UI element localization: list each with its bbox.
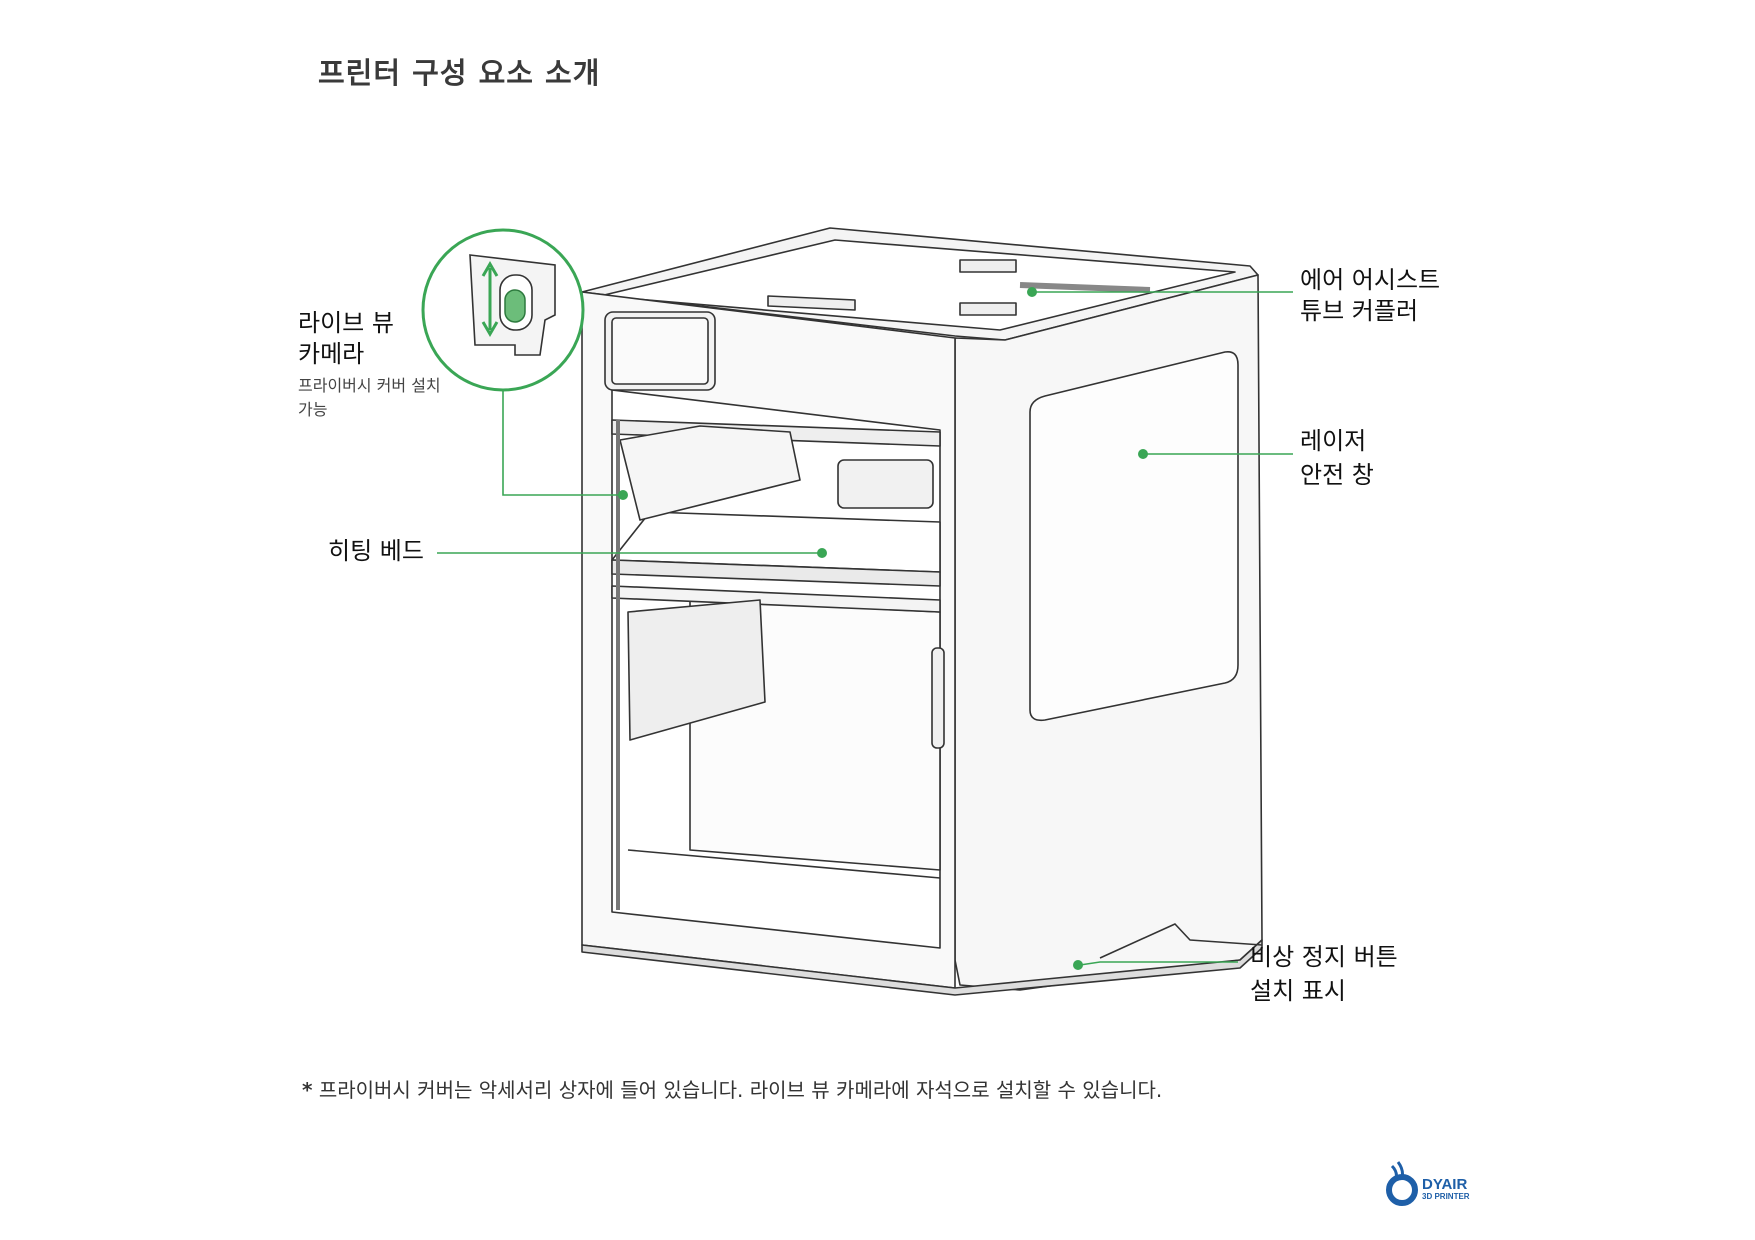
air-assist-dot xyxy=(1027,287,1037,297)
heating-bed-dot xyxy=(817,548,827,558)
footnote: * 프라이버시 커버는 악세서리 상자에 들어 있습니다. 라이브 뷰 카메라에… xyxy=(302,1074,1162,1103)
laser-window-label-line2: 안전 창 xyxy=(1300,461,1374,489)
camera-leader-line xyxy=(502,390,620,496)
camera-label-line2: 카메라 xyxy=(298,340,365,368)
laser-window-label: 레이저 안전 창 xyxy=(1300,424,1374,492)
leader-lines xyxy=(437,291,1293,966)
camera-sublabel-line1: 프라이버시 커버 설치 xyxy=(298,376,441,395)
heating-bed-label: 히팅 베드 xyxy=(328,537,424,565)
dyair-logo-icon xyxy=(1386,1161,1418,1206)
estop-label: 비상 정지 버튼 설치 표시 xyxy=(1250,940,1398,1008)
logo-name: DYAIR xyxy=(1422,1176,1468,1193)
camera-sublabel-line2: 가능 xyxy=(298,400,328,419)
estop-leader-line xyxy=(1079,961,1238,966)
camera-label: 라이브 뷰 카메라 xyxy=(298,308,394,370)
logo-sub: 3D PRINTER xyxy=(1422,1192,1470,1201)
estop-label-line1: 비상 정지 버튼 xyxy=(1250,943,1398,971)
camera-dot xyxy=(618,490,628,500)
air-assist-label-line2: 튜브 커플러 xyxy=(1300,297,1419,325)
footnote-mark: * xyxy=(302,1078,313,1102)
camera-sublabel: 프라이버시 커버 설치 가능 xyxy=(298,374,441,422)
camera-callout xyxy=(421,228,585,392)
leader-dots xyxy=(618,287,1148,970)
laser-window-label-line1: 레이저 xyxy=(1300,427,1367,455)
camera-label-line1: 라이브 뷰 xyxy=(298,309,394,337)
estop-dot xyxy=(1073,960,1083,970)
air-assist-label-line1: 에어 어시스트 xyxy=(1300,266,1441,294)
air-assist-label: 에어 어시스트 튜브 커플러 xyxy=(1300,265,1440,327)
brand-logo: DYAIR 3D PRINTER xyxy=(1384,1158,1494,1212)
laser-window-dot xyxy=(1138,449,1148,459)
estop-label-line2: 설치 표시 xyxy=(1250,977,1346,1005)
printer-outline xyxy=(581,227,1263,996)
footnote-text: 프라이버시 커버는 악세서리 상자에 들어 있습니다. 라이브 뷰 카메라에 자… xyxy=(318,1078,1163,1102)
page-title: 프린터 구성 요소 소개 xyxy=(318,56,601,90)
